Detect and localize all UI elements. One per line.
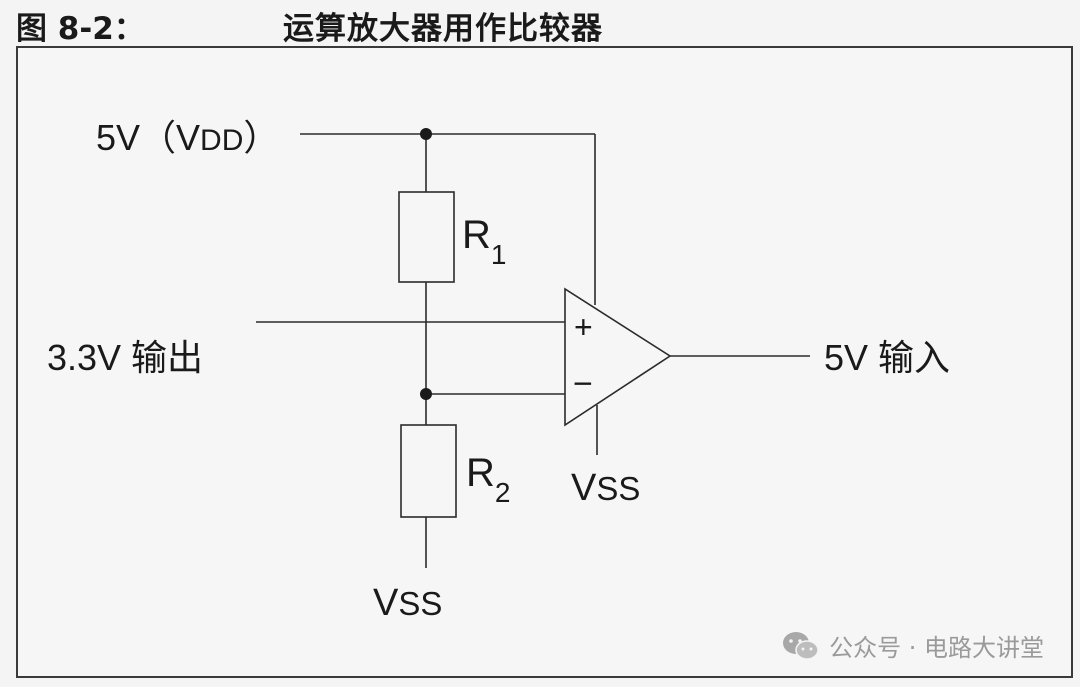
watermark: 公众号 · 电路大讲堂 <box>781 628 1044 663</box>
vdd-label-main: 5V（V <box>96 117 200 158</box>
opamp-plus-label: + <box>574 309 593 345</box>
r2-index: 2 <box>495 477 511 508</box>
bottom-vss-label: VSS <box>373 582 442 624</box>
bottom-vss-sub: SS <box>398 585 442 622</box>
r2-resistor <box>400 424 457 518</box>
r1-index: 1 <box>491 239 507 270</box>
opamp-minus-label: − <box>573 365 593 403</box>
output-label: 5V 输入 <box>824 337 950 378</box>
r2-letter: R <box>466 451 495 495</box>
wechat-icon <box>783 631 819 660</box>
vdd-label-sub: DD <box>200 124 243 157</box>
figure-number: 图 8-2： <box>16 11 145 47</box>
input-label: 3.3V 输出 <box>47 337 203 378</box>
figure-header: 图 8-2： 运算放大器用作比较器 <box>0 0 1080 47</box>
watermark-text: 公众号 · 电路大讲堂 <box>829 634 1044 662</box>
opamp-symbol <box>564 287 672 427</box>
r1-letter: R <box>462 213 491 257</box>
bottom-vss-main: V <box>373 582 399 624</box>
r1-label: R1 <box>462 213 506 270</box>
vdd-label-close: ） <box>243 117 279 158</box>
vdd-label: 5V（VDD） <box>96 117 279 158</box>
figure-frame <box>16 46 1073 678</box>
figure-title: 运算放大器用作比较器 <box>283 11 603 47</box>
r1-resistor <box>398 191 455 283</box>
vdd-junction-node <box>420 128 432 140</box>
opamp-vss-label: VSS <box>571 467 640 509</box>
opamp-vss-main: V <box>571 467 597 509</box>
divider-junction-node <box>420 388 432 400</box>
r2-label: R2 <box>466 451 510 508</box>
opamp-vss-sub: SS <box>596 470 640 507</box>
